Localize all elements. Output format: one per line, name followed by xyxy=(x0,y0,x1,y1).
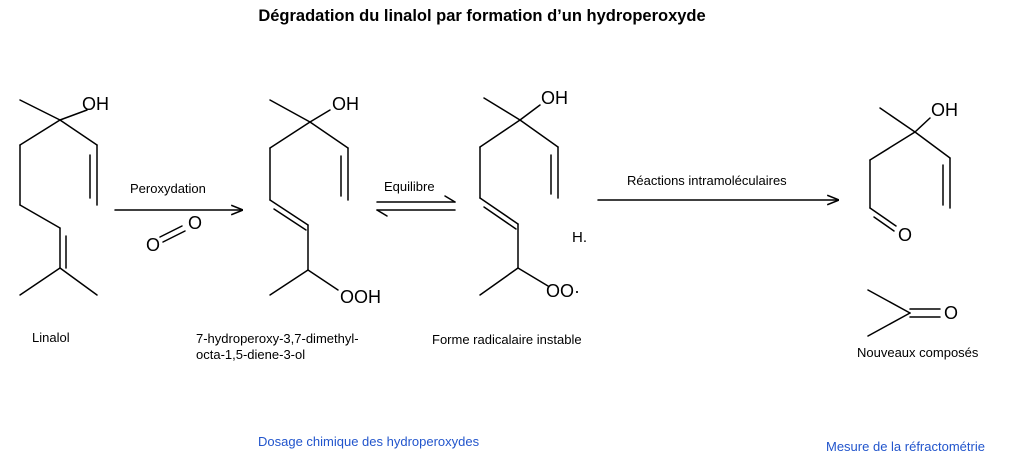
products-label: Nouveaux composés xyxy=(857,345,979,360)
refracto-link[interactable]: Mesure de la réfractométrie xyxy=(826,439,985,454)
reactions-label: Réactions intramoléculaires xyxy=(627,173,787,188)
hydroperoxide-ooh: OOH xyxy=(340,287,382,307)
ketone-o: O xyxy=(944,303,959,323)
page-title: Dégradation du linalol par formation d’u… xyxy=(258,7,706,25)
linalol-structure xyxy=(19,99,98,296)
radical-oo: OO· xyxy=(546,281,580,301)
oxygen-bond-2 xyxy=(162,230,186,243)
radical-label: Forme radicalaire instable xyxy=(432,332,582,347)
hydroperoxide-label-1: 7-hydroperoxy-3,7-dimethyl- xyxy=(196,331,359,346)
linalol-label: Linalol xyxy=(32,330,70,345)
aldehyde-structure xyxy=(869,107,951,232)
radical-h: H. xyxy=(572,229,587,246)
oxygen-atom-2: O xyxy=(146,235,161,255)
aldehyde-o: O xyxy=(898,225,913,245)
dosage-link[interactable]: Dosage chimique des hydroperoxydes xyxy=(258,434,480,449)
radical-oh: OH xyxy=(541,88,568,108)
equilibre-label: Equilibre xyxy=(384,179,435,194)
linalol-oh: OH xyxy=(82,94,109,114)
equilibrium-arrow-back-head xyxy=(376,209,388,217)
hydroperoxide-oh: OH xyxy=(332,94,359,114)
oxygen-bond-1 xyxy=(159,225,183,238)
oxygen-atom-1: O xyxy=(188,213,203,233)
radical-structure xyxy=(479,97,559,296)
hydroperoxide-label-2: octa-1,5-diene-3-ol xyxy=(196,347,306,362)
ketone-structure xyxy=(867,289,941,337)
equilibrium-arrow-forward-head xyxy=(444,195,456,203)
peroxydation-label: Peroxydation xyxy=(130,181,206,196)
aldehyde-oh: OH xyxy=(931,100,958,120)
hydroperoxide-structure xyxy=(269,99,349,296)
